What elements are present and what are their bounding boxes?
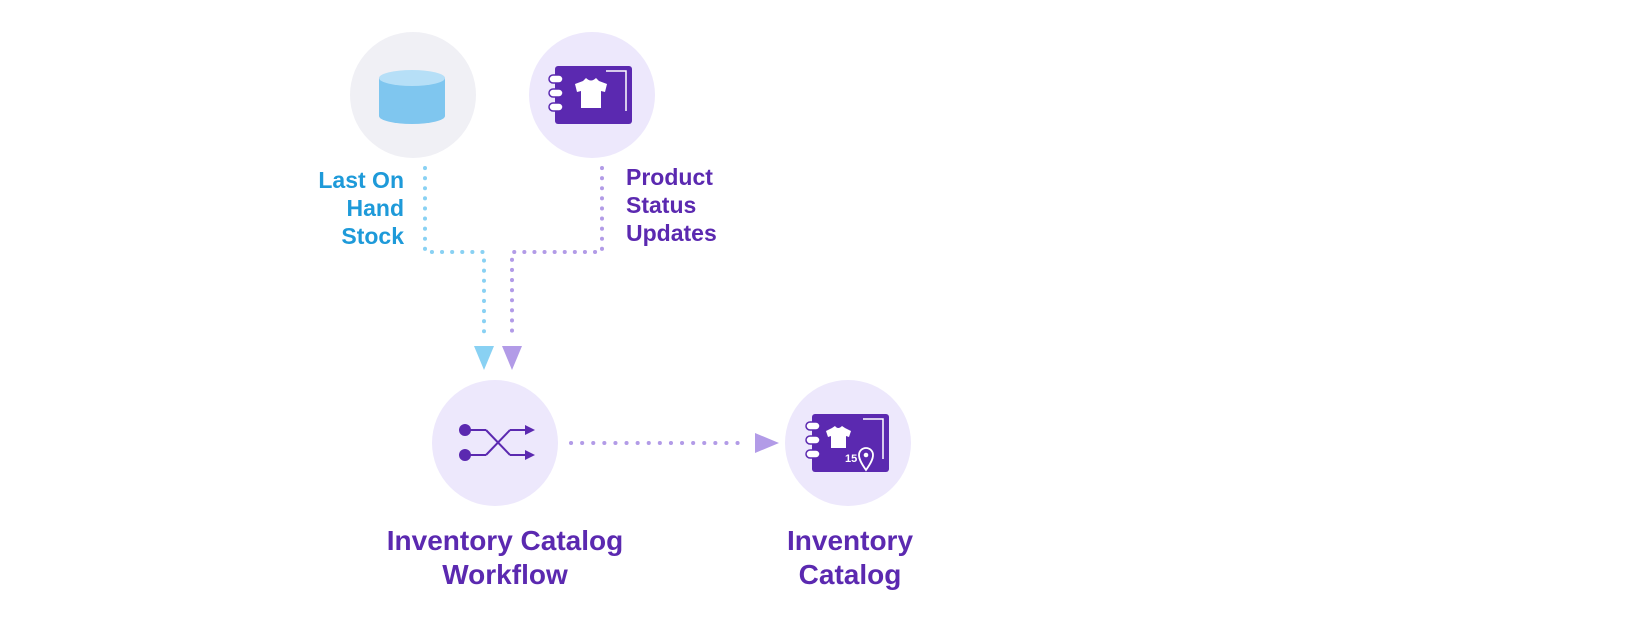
shuffle-workflow-icon bbox=[459, 424, 535, 461]
products-connector-line bbox=[510, 166, 604, 342]
edge-label-last-on-hand-stock: Last On Hand Stock bbox=[318, 167, 404, 249]
tshirt-icon bbox=[826, 426, 851, 448]
tshirt-icon bbox=[575, 78, 607, 108]
inventory-catalog-icon: 15 bbox=[805, 414, 889, 472]
stock-arrowhead bbox=[474, 346, 494, 370]
location-pin-icon bbox=[858, 447, 874, 472]
catalog-badge-count: 15 bbox=[845, 453, 857, 465]
node-stock-database[interactable] bbox=[350, 32, 476, 158]
edge-products-to-workflow bbox=[502, 166, 604, 370]
node-label-inventory-catalog-workflow: Inventory Catalog Workflow bbox=[386, 525, 624, 590]
edge-label-product-status-updates: Product Status Updates bbox=[626, 164, 717, 246]
database-icon bbox=[379, 70, 445, 124]
product-catalog-icon bbox=[548, 66, 632, 124]
edge-stock-to-workflow bbox=[423, 166, 494, 370]
node-label-inventory-catalog: Inventory Catalog bbox=[786, 525, 914, 590]
products-arrowhead bbox=[502, 346, 522, 370]
node-product-source[interactable] bbox=[529, 32, 655, 158]
node-inventory-catalog[interactable]: 15 bbox=[785, 380, 911, 506]
stock-connector-line bbox=[423, 166, 486, 342]
node-workflow[interactable] bbox=[432, 380, 558, 506]
edge-workflow-to-catalog bbox=[569, 433, 779, 453]
catalog-arrowhead bbox=[755, 433, 779, 453]
